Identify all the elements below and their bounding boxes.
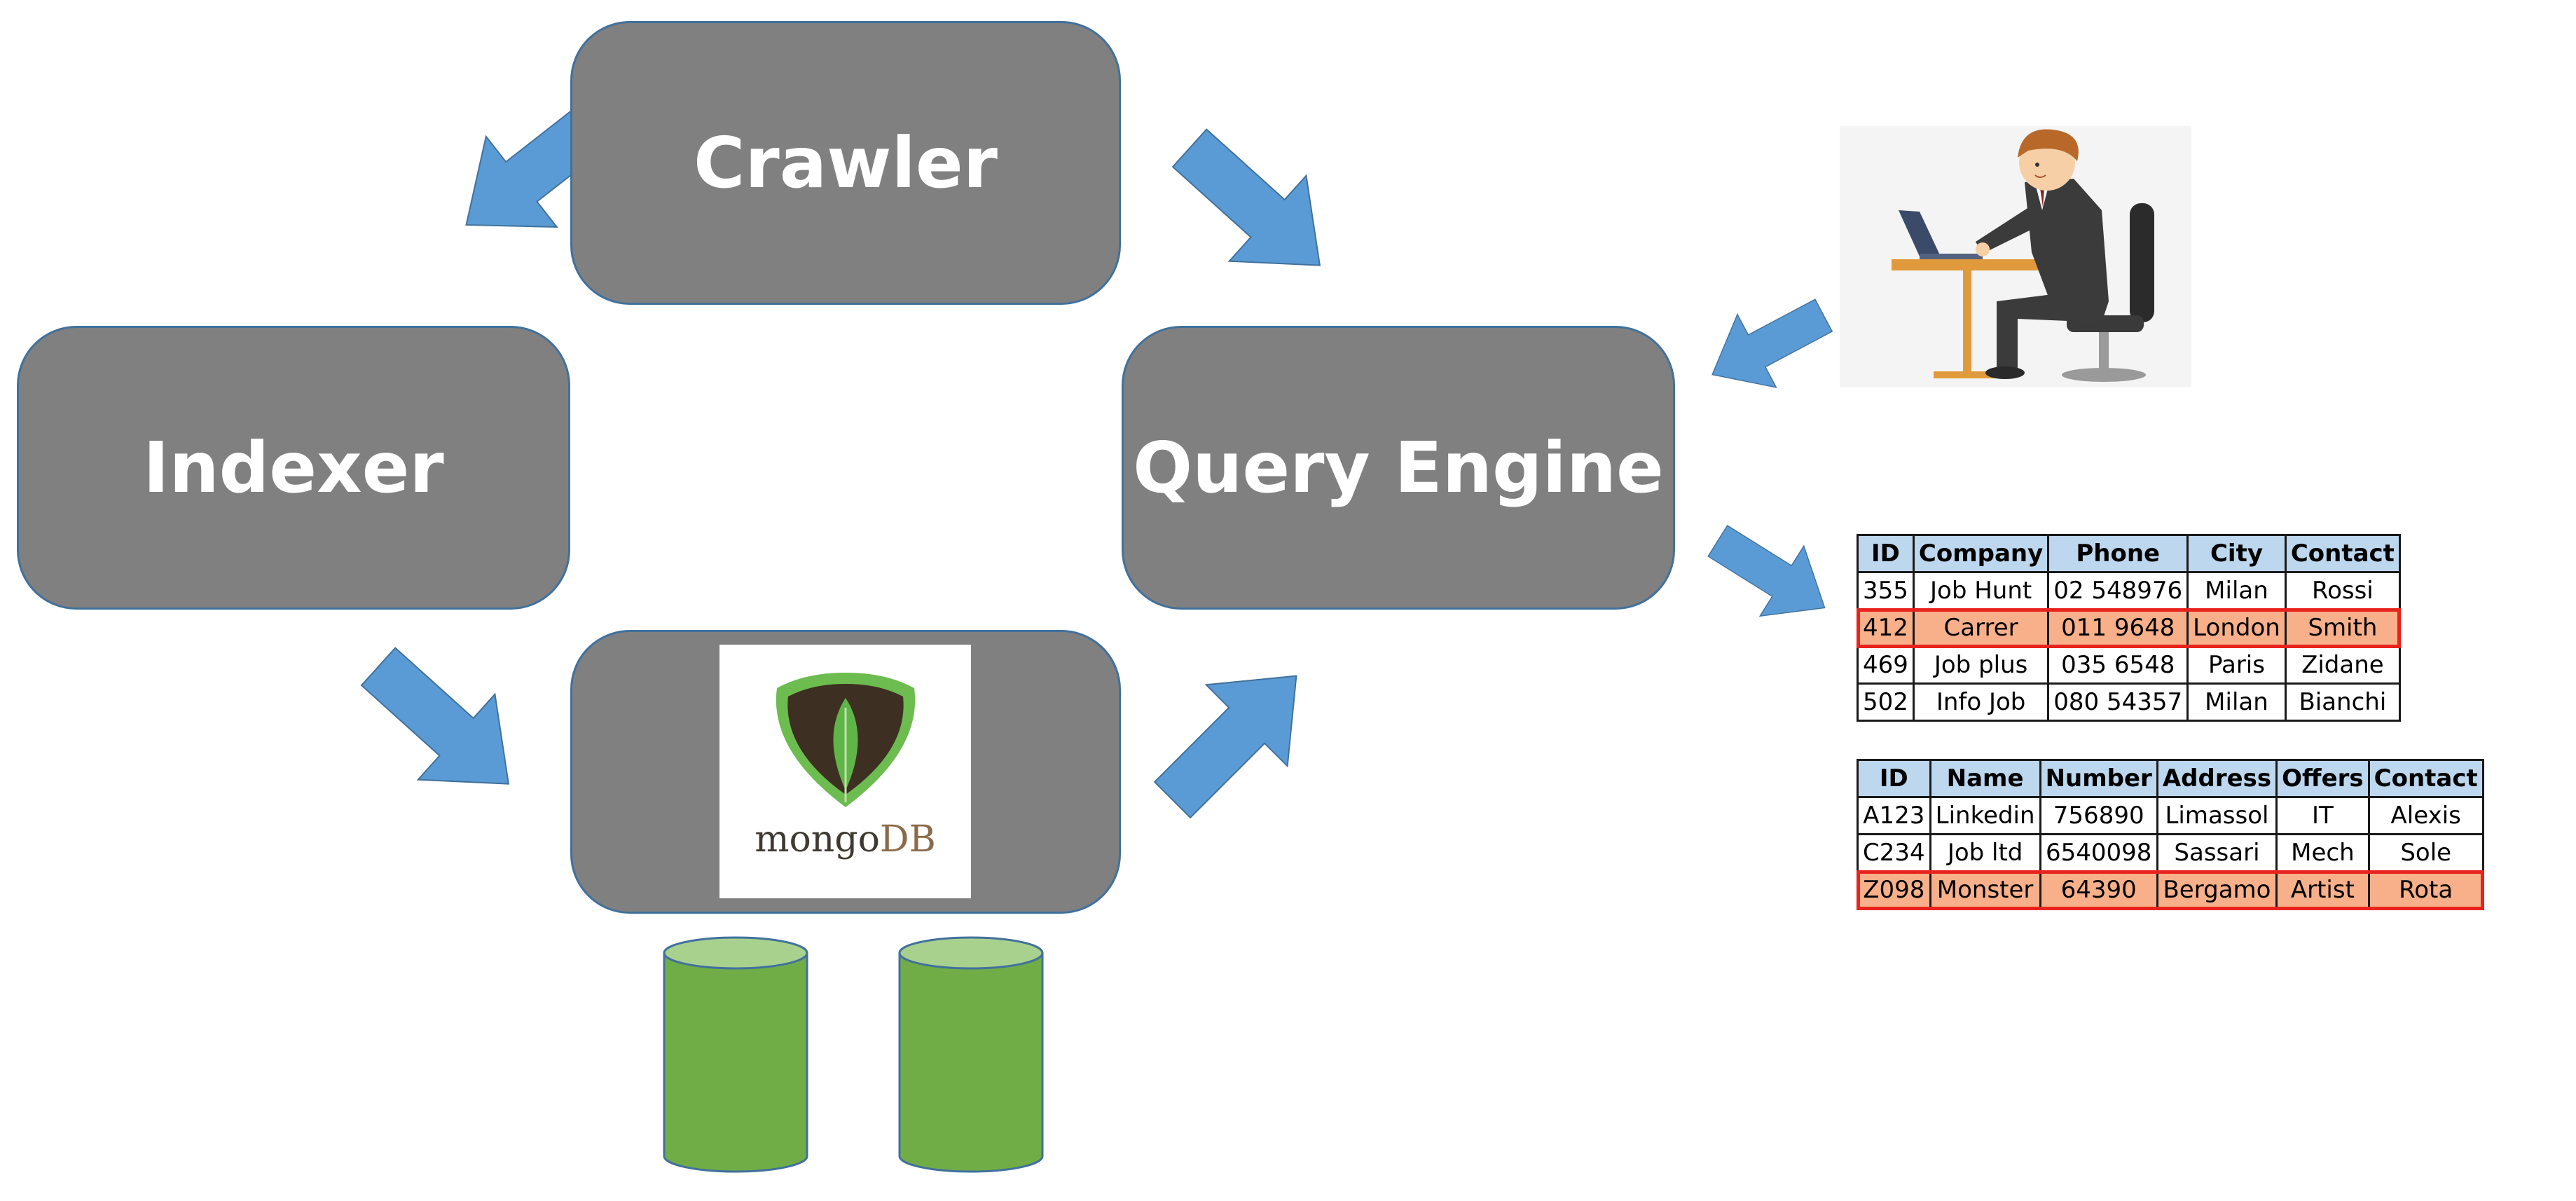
table-cell: 011 9648 <box>2047 608 2189 647</box>
table-cell: 02 548976 <box>2047 571 2189 610</box>
column-header: Address <box>2156 759 2278 798</box>
column-header: ID <box>1857 534 1915 573</box>
column-header: Contact <box>2367 759 2484 798</box>
table-cell: 502 <box>1857 682 1915 722</box>
column-header: Phone <box>2047 534 2189 573</box>
column-header: Number <box>2039 759 2158 798</box>
table-cell: Paris <box>2186 645 2287 685</box>
table-cell: Alexis <box>2367 796 2484 835</box>
table-cell: Milan <box>2186 682 2287 722</box>
table-cell: A123 <box>1857 796 1931 835</box>
table-cell: 412 <box>1857 608 1915 647</box>
table-cell: Mech <box>2275 833 2370 872</box>
query-engine-label: Query Engine <box>1133 427 1664 509</box>
table-cell: 355 <box>1857 571 1915 610</box>
arrow-icon <box>1131 634 1338 842</box>
table-cell: 6540098 <box>2039 833 2158 872</box>
table-cell: Bianchi <box>2284 682 2401 722</box>
table-cell: Linkedin <box>1929 796 2041 835</box>
column-header: City <box>2186 534 2287 573</box>
crawler-label: Crawler <box>694 122 998 204</box>
mongodb-wordmark-part2: DB <box>879 818 936 860</box>
table-cell: C234 <box>1857 833 1931 872</box>
table-cell: Sassari <box>2156 833 2278 872</box>
database-cylinder-icon <box>898 936 1044 1173</box>
table-cell: 469 <box>1857 645 1915 685</box>
table-cell: Bergamo <box>2156 870 2278 910</box>
database-cylinder-icon <box>663 936 808 1173</box>
table-cell: Zidane <box>2284 645 2401 685</box>
table-cell: 035 6548 <box>2047 645 2189 685</box>
table-cell: Info Job <box>1912 682 2050 722</box>
arrow-icon <box>339 623 548 828</box>
table-cell: Limassol <box>2156 796 2278 835</box>
column-header: Name <box>1929 759 2041 798</box>
mongodb-leaf-icon <box>776 673 916 807</box>
table-cell: Job ltd <box>1929 833 2041 872</box>
table-cell: Smith <box>2284 608 2401 647</box>
table-cell: Job plus <box>1912 645 2050 685</box>
highlighted-row-outline <box>1856 870 2485 910</box>
table-cell: Artist <box>2275 870 2370 910</box>
indexer-label: Indexer <box>143 427 444 509</box>
table-cell: Job Hunt <box>1912 571 2050 610</box>
table-cell: 080 54357 <box>2047 682 2189 722</box>
table-cell: IT <box>2275 796 2370 835</box>
arrow-icon <box>1695 505 1847 644</box>
query-engine-node: Query Engine <box>1122 326 1675 610</box>
user-at-laptop-illustration <box>1840 126 2191 387</box>
column-header: Offers <box>2275 759 2370 798</box>
arrow-icon <box>1692 278 1844 412</box>
highlighted-row-outline <box>1856 608 2402 648</box>
crawler-node: Crawler <box>570 21 1121 305</box>
mongodb-wordmark-part1: mongo <box>755 818 880 860</box>
mongodb-logo: mongoDB <box>719 645 971 898</box>
indexer-node: Indexer <box>17 326 570 610</box>
column-header: Contact <box>2284 534 2401 573</box>
table-cell: Sole <box>2367 833 2484 872</box>
arrow-icon <box>1150 104 1359 309</box>
mongodb-wordmark: mongoDB <box>719 818 971 860</box>
column-header: ID <box>1857 759 1931 798</box>
table-cell: 756890 <box>2039 796 2158 835</box>
table-cell: Rossi <box>2284 571 2401 610</box>
table-cell: Milan <box>2186 571 2287 610</box>
table-cell: Monster <box>1929 870 2041 910</box>
column-header: Company <box>1912 534 2050 573</box>
